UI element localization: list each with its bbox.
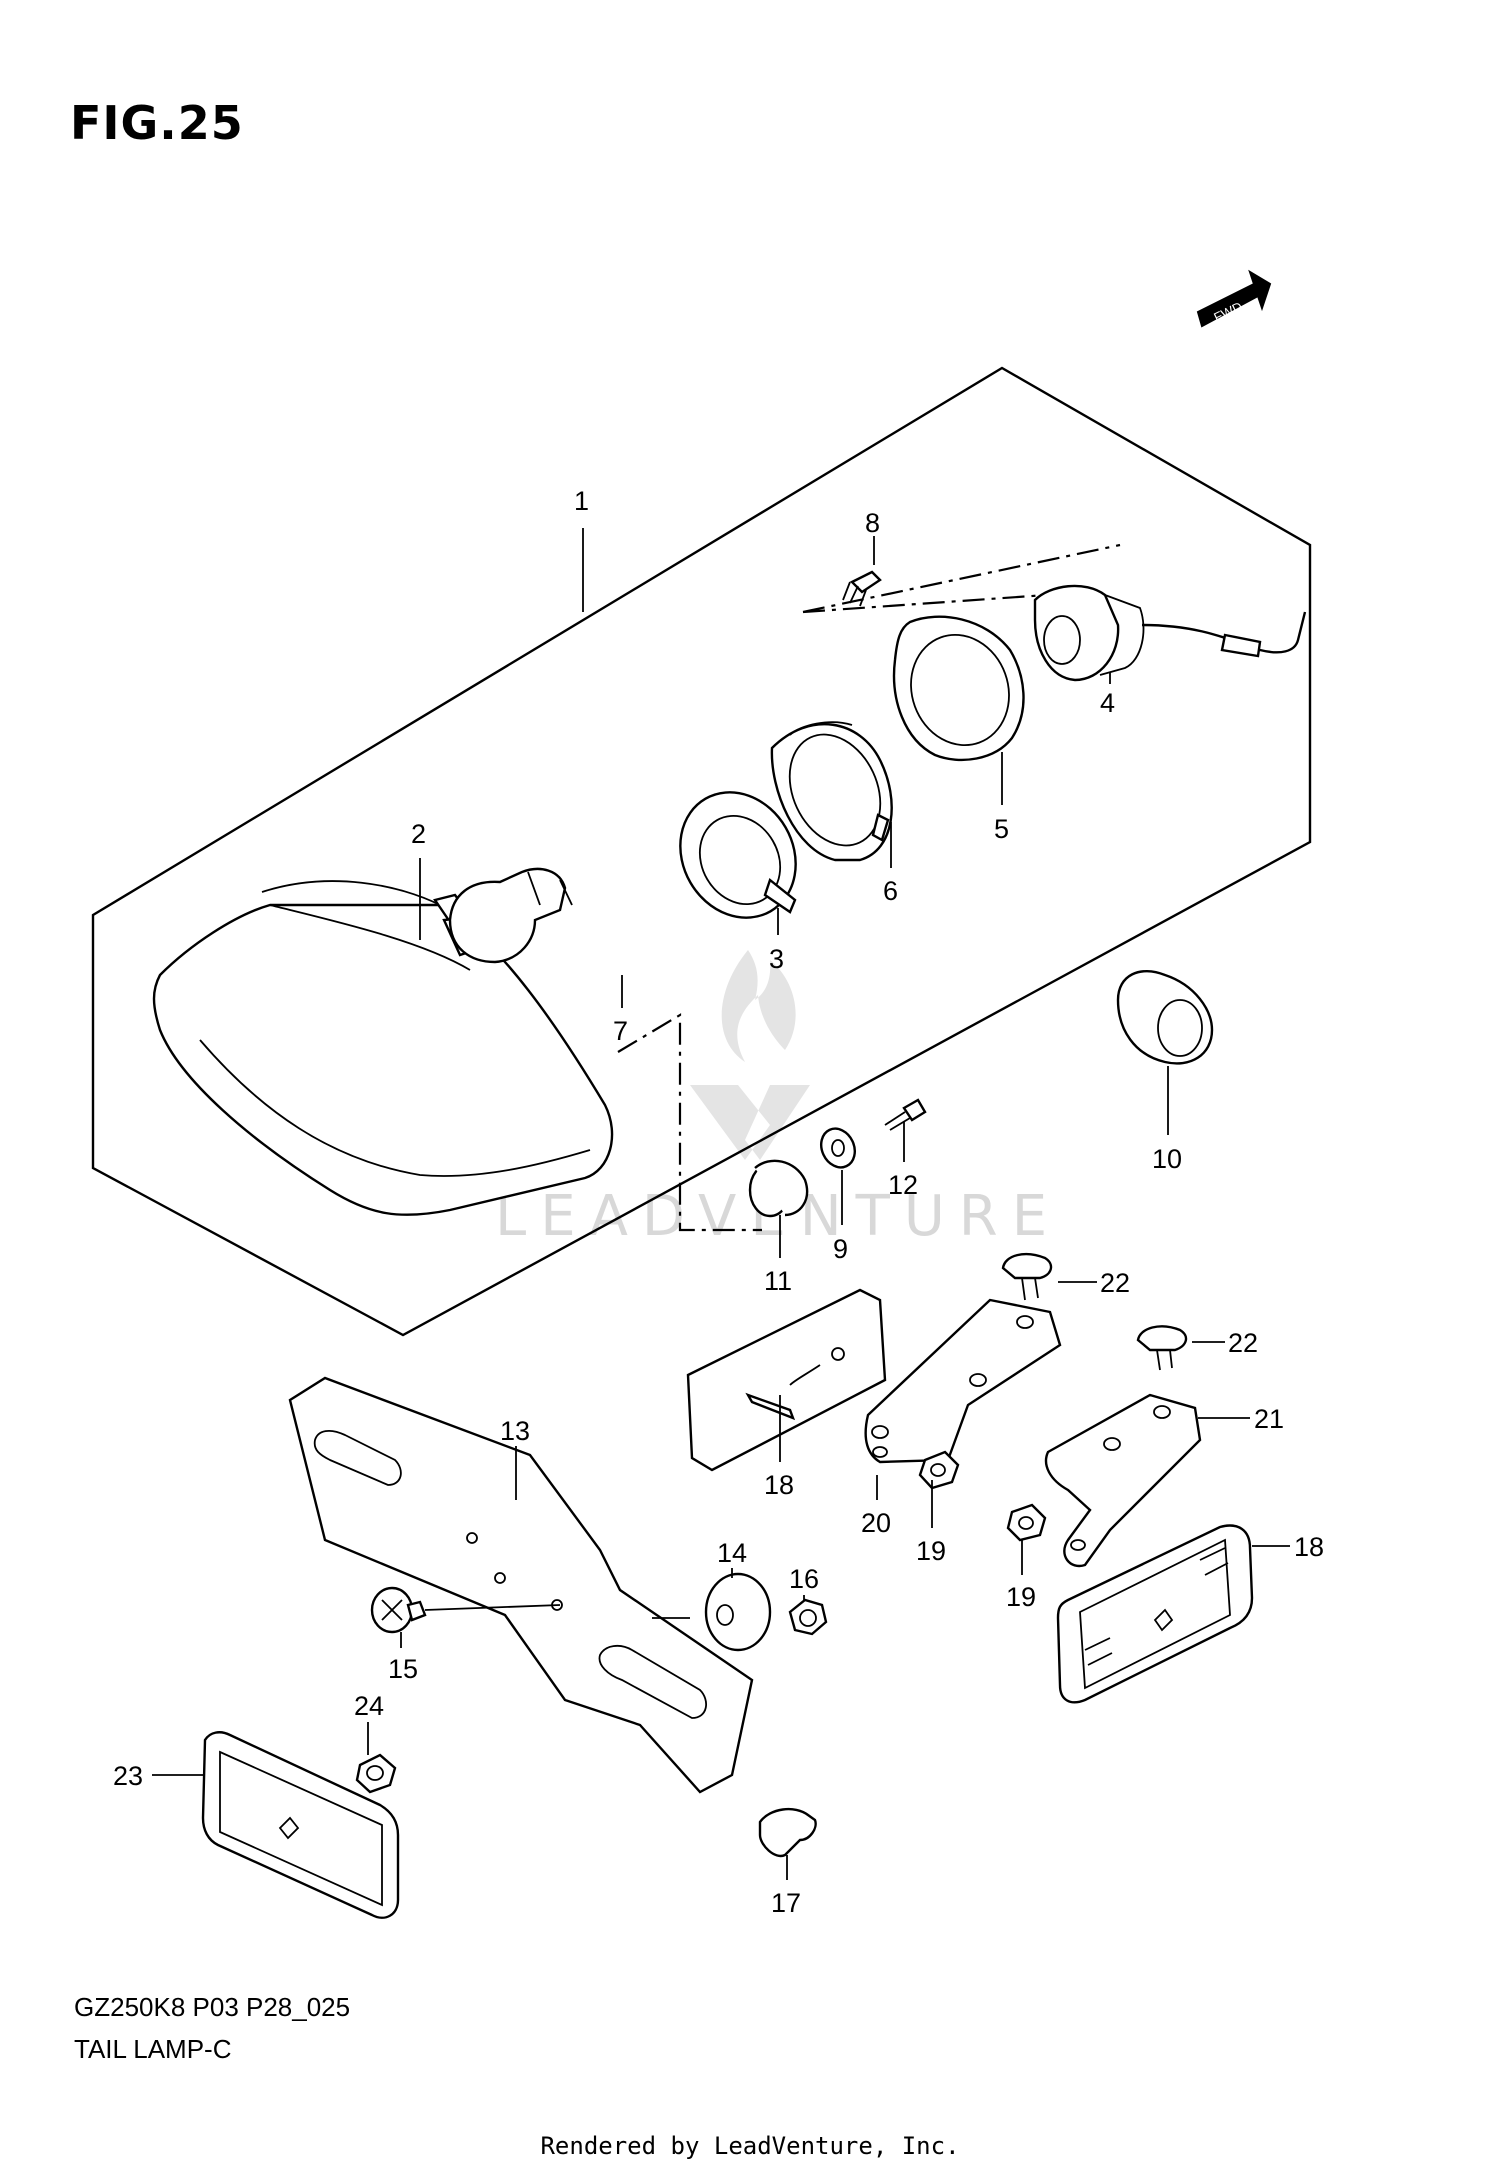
callout-17: 17 [771, 1888, 801, 1918]
callout-8: 8 [865, 508, 880, 538]
assembly-outline [91, 366, 1312, 1337]
assembly-dash-line-1 [802, 543, 1121, 614]
callout-numbers: 1 8 4 2 5 6 3 7 10 12 9 11 22 22 21 13 1… [113, 486, 1324, 1918]
callout-7: 7 [613, 1016, 628, 1046]
part-19-nut-b [1006, 1503, 1047, 1542]
callout-13: 13 [500, 1416, 530, 1446]
part-20-bracket [864, 1298, 1062, 1464]
part-15-screw [370, 1586, 561, 1634]
callout-21: 21 [1254, 1404, 1284, 1434]
callout-18a: 18 [764, 1470, 794, 1500]
callout-6: 6 [883, 876, 898, 906]
leader-lines [152, 528, 1290, 1880]
callout-9: 9 [833, 1234, 848, 1264]
part-3-socket-ring [679, 791, 797, 919]
part-18-reflector-left [686, 1288, 887, 1472]
callout-12: 12 [888, 1170, 918, 1200]
part-24-nut [355, 1753, 397, 1794]
assembly-dash-line-2 [617, 1013, 762, 1232]
callout-18b: 18 [1294, 1532, 1324, 1562]
part-8-screw [842, 570, 882, 607]
callout-22a: 22 [1100, 1268, 1130, 1298]
part-19-nut-a [918, 1450, 960, 1490]
callout-20: 20 [861, 1508, 891, 1538]
callout-4: 4 [1100, 688, 1115, 718]
part-23-reflector [201, 1731, 400, 1919]
callout-19a: 19 [916, 1536, 946, 1566]
part-18-reflector-right [1056, 1524, 1254, 1704]
part-10-grommet [1116, 970, 1214, 1065]
callout-22b: 22 [1228, 1328, 1258, 1358]
callout-16: 16 [789, 1564, 819, 1594]
callout-10: 10 [1152, 1144, 1182, 1174]
part-13-license-bracket [288, 1376, 754, 1794]
callout-14: 14 [717, 1538, 747, 1568]
render-credit: Rendered by LeadVenture, Inc. [540, 2132, 960, 2160]
part-16-nut [788, 1598, 828, 1636]
part-11-grommet [748, 1159, 809, 1218]
part-7-bulb [448, 867, 573, 964]
part-21-bracket [1044, 1393, 1202, 1568]
part-6-lamp-ring [770, 721, 893, 862]
callout-15: 15 [388, 1654, 418, 1684]
part-14-damper [704, 1572, 772, 1652]
part-22-screw-a [1001, 1253, 1053, 1301]
part-2-lamp-housing [152, 880, 614, 1217]
callout-24: 24 [354, 1691, 384, 1721]
part-4-socket-wire [1033, 584, 1307, 682]
part-5-gasket [892, 615, 1025, 762]
figure-title: FIG.25 [70, 96, 244, 150]
part-12-bolt [884, 1098, 927, 1131]
callout-2: 2 [411, 819, 426, 849]
diagram-code: GZ250K8 P03 P28_025 [74, 1992, 351, 2022]
callout-23: 23 [113, 1761, 143, 1791]
part-9-washer [820, 1127, 856, 1169]
callout-11: 11 [764, 1266, 792, 1296]
callout-1: 1 [574, 486, 589, 516]
part-17-pin [758, 1807, 817, 1858]
callout-3: 3 [769, 944, 784, 974]
diagram-name: TAIL LAMP-C [74, 2034, 232, 2064]
callout-5: 5 [994, 814, 1009, 844]
part-22-screw-b [1136, 1325, 1188, 1371]
callout-19b: 19 [1006, 1582, 1036, 1612]
fwd-arrow-icon: FWD [1196, 269, 1272, 328]
